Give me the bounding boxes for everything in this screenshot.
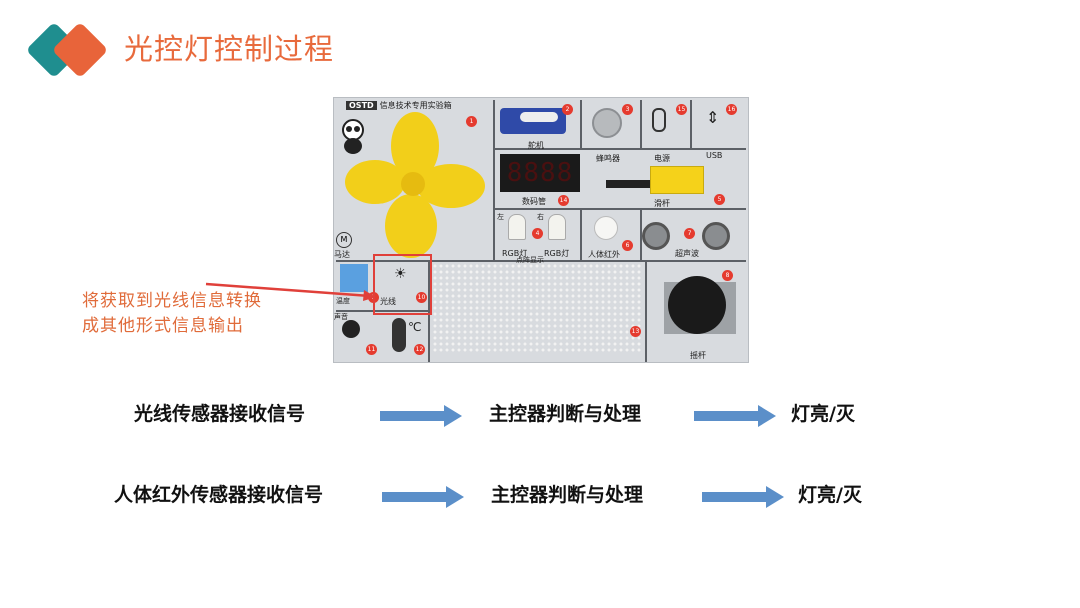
marker-1: 1 — [466, 116, 477, 127]
joystick-label: 摇杆 — [690, 351, 706, 360]
motor-icon: M — [336, 232, 352, 248]
dot-matrix-label: 点阵显示 — [516, 256, 544, 264]
servo-label: 舵机 — [528, 141, 544, 150]
marker-14: 14 — [558, 195, 569, 206]
power-plug-icon — [652, 108, 666, 132]
microphone-icon — [342, 320, 360, 338]
slide-title: 光控灯控制过程 — [124, 32, 335, 66]
flow-row2-input: 人体红外传感器接收信号 — [114, 484, 324, 506]
flow-arrow-icon — [382, 486, 464, 508]
motor-label: 马达 — [334, 250, 350, 259]
marker-6: 6 — [622, 240, 633, 251]
dot-matrix-display — [432, 263, 642, 353]
marker-7: 7 — [684, 228, 695, 239]
temp-humidity-sensor-icon — [340, 264, 368, 292]
buzzer-icon — [592, 108, 622, 138]
board-header-title: 信息技术专用实验箱 — [379, 101, 452, 110]
flow-row2-process: 主控器判断与处理 — [491, 484, 644, 506]
buzzer-label: 蜂鸣器 — [596, 154, 620, 163]
panda-mascot-icon — [342, 119, 364, 154]
marker-4: 4 — [532, 228, 543, 239]
power-label: 电源 — [654, 154, 670, 163]
marker-11: 11 — [366, 344, 377, 355]
pir-label: 人体红外 — [588, 250, 620, 259]
board-brand: OSTD — [346, 101, 377, 110]
flow-arrow-icon — [702, 486, 784, 508]
usb-label: USB — [706, 151, 723, 160]
marker-16: 16 — [726, 104, 737, 115]
rgb-light-label: RGB灯 — [544, 249, 570, 258]
pointer-arrow-icon — [205, 282, 376, 301]
annotation-line-1: 将获取到光线信息转换 — [82, 291, 262, 311]
flow-row1-input: 光线传感器接收信号 — [134, 403, 306, 425]
temp-humidity-label: 温度 — [336, 297, 350, 305]
marker-13: 13 — [630, 326, 641, 337]
usb-icon: ⇕ — [706, 108, 720, 127]
ultrasonic-label: 超声波 — [675, 249, 699, 258]
slide-logo-icon — [28, 24, 106, 76]
rgb-left-label: 左 — [497, 213, 504, 221]
rgb-right-label: 右 — [537, 213, 544, 221]
rgb-led-icon — [508, 214, 526, 240]
slider-knob-icon — [650, 166, 704, 194]
segment-display-label: 数码管 — [522, 197, 546, 206]
annotation-line-2: 成其他形式信息输出 — [82, 316, 244, 336]
thermometer-icon — [392, 318, 406, 352]
flow-row2-output: 灯亮/灭 — [798, 484, 862, 506]
light-sensor-highlight — [373, 254, 432, 315]
slider-track-icon — [606, 180, 652, 188]
fan-icon — [345, 112, 485, 258]
sound-label: 声音 — [334, 313, 348, 321]
flow-arrow-icon — [694, 405, 776, 427]
celsius-label: ℃ — [408, 320, 422, 334]
flow-row1-output: 灯亮/灭 — [791, 403, 855, 425]
marker-2: 2 — [562, 104, 573, 115]
marker-10: 10 — [416, 292, 427, 303]
ultrasonic-sensor-icon — [702, 222, 730, 250]
pir-sensor-icon — [594, 216, 618, 240]
servo-horn-icon — [520, 112, 558, 122]
joystick-knob-icon — [668, 276, 726, 334]
slider-label: 滑杆 — [654, 199, 670, 208]
rgb-light-label: RGB灯 — [502, 249, 528, 258]
light-sensor-label: 光线 — [380, 297, 396, 306]
flow-row1-process: 主控器判断与处理 — [489, 403, 642, 425]
ultrasonic-sensor-icon — [642, 222, 670, 250]
annotation-note: 将获取到光线信息转换 成其他形式信息输出 — [82, 289, 262, 339]
segment-display: 8888 — [500, 154, 580, 192]
rgb-led-icon — [548, 214, 566, 240]
flow-arrow-icon — [380, 405, 462, 427]
marker-5: 5 — [714, 194, 725, 205]
marker-8: 8 — [722, 270, 733, 281]
light-sun-icon: ☀ — [394, 266, 407, 282]
marker-12: 12 — [414, 344, 425, 355]
marker-3: 3 — [622, 104, 633, 115]
marker-15: 15 — [676, 104, 687, 115]
